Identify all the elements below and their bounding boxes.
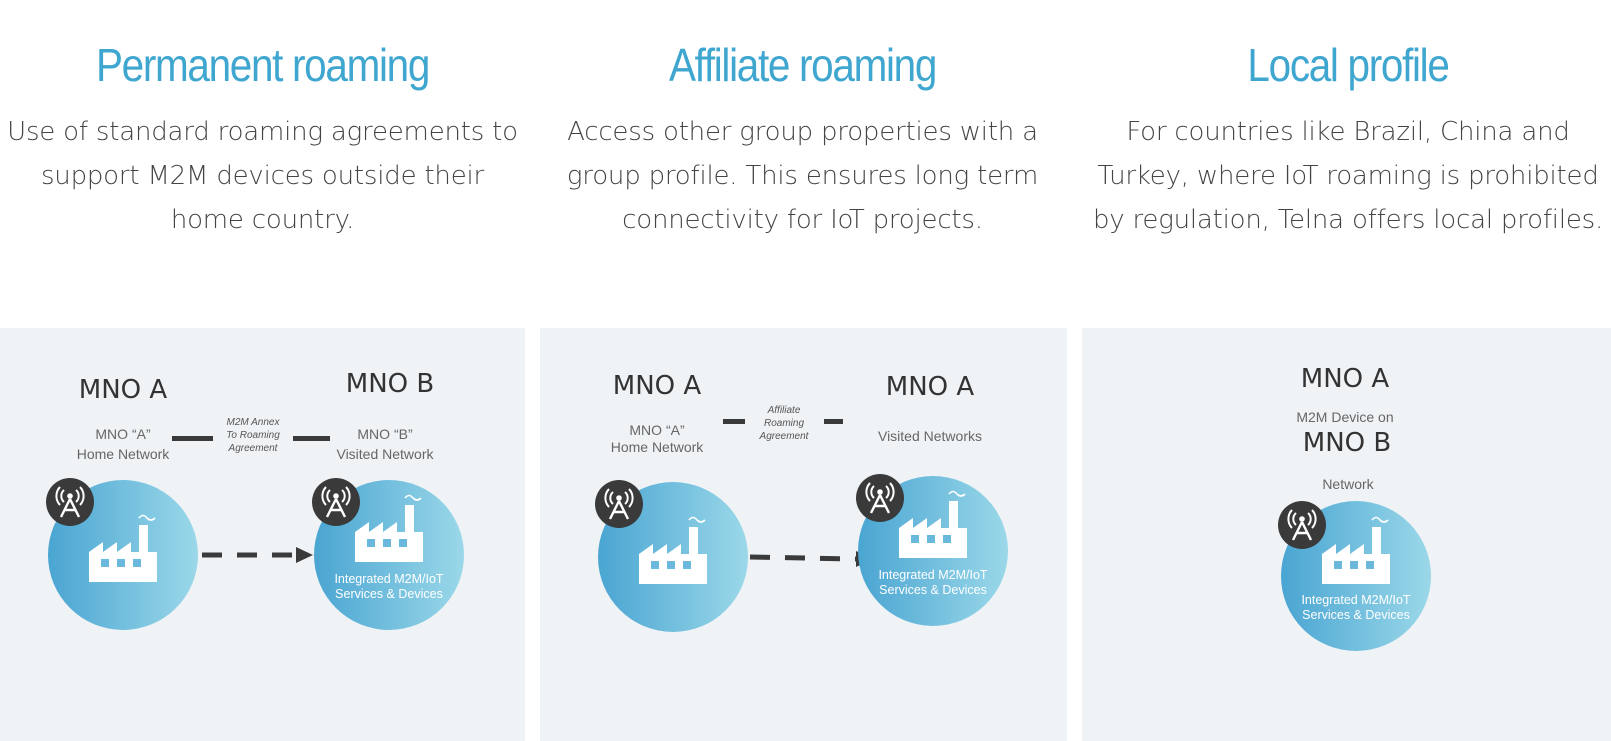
- diagram-local-profile: MNO A M2M Device on MNO B Network Integr…: [1276, 364, 1431, 651]
- column-description: For countries like Brazil, China and Tur…: [1085, 110, 1611, 242]
- circle-text-line-1: Integrated M2M/IoT: [334, 572, 443, 586]
- left-sub-line-2: Home Network: [77, 446, 171, 462]
- right-sub-line-1: MNO “B”: [357, 426, 413, 442]
- left-mno-label: MNO A: [79, 375, 168, 405]
- desc-line: Use of standard roaming agreements to: [7, 117, 518, 147]
- desc-line: Access other group properties with a: [567, 117, 1038, 147]
- agreement-line-1: M2M Annex: [227, 417, 281, 428]
- left-sub-line-1: MNO “A”: [95, 426, 151, 442]
- agreement-line-3: Agreement: [228, 443, 279, 454]
- dashed-arrow-icon: [749, 551, 873, 567]
- agreement-connector-left: [723, 419, 745, 424]
- antenna-tower-icon: [310, 476, 362, 528]
- column-title: Affiliate roaming: [668, 39, 937, 91]
- top-mno-label: MNO A: [1301, 364, 1390, 394]
- mid-mno-label: MNO B: [1303, 428, 1391, 458]
- circle-text-line-1: Integrated M2M/IoT: [878, 568, 987, 582]
- desc-line: by regulation, Telna offers local profil…: [1092, 205, 1604, 235]
- agreement-connector-right: [293, 436, 330, 441]
- column-title: Permanent roaming: [95, 39, 430, 91]
- antenna-tower-icon: [854, 472, 906, 524]
- desc-line: For countries like Brazil, China and: [1126, 117, 1570, 147]
- antenna-tower-icon: [44, 476, 96, 528]
- desc-line: Turkey, where IoT roaming is prohibited: [1097, 161, 1599, 191]
- agreement-line-1: Affiliate: [767, 405, 801, 416]
- panel-permanent-roaming: MNO A MNO “A” Home Network MNO B MNO “B”…: [0, 328, 525, 741]
- top-sub-label: M2M Device on: [1296, 409, 1393, 425]
- left-sub-line-1: MNO “A”: [629, 422, 685, 438]
- agreement-connector-left: [172, 436, 213, 441]
- column-description: Access other group properties with a gro…: [540, 110, 1065, 242]
- column-local-profile: Local profile For countries like Brazil,…: [1085, 38, 1611, 242]
- circle-text-line-2: Services & Devices: [1302, 608, 1410, 622]
- agreement-line-2: Roaming: [764, 418, 804, 429]
- panel-affiliate-roaming: MNO A MNO “A” Home Network MNO A Visited…: [540, 328, 1067, 741]
- circle-text-line-2: Services & Devices: [879, 583, 987, 597]
- diagram-affiliate-roaming: MNO A MNO “A” Home Network MNO A Visited…: [593, 371, 1008, 632]
- agreement-line-2: To Roaming: [226, 430, 280, 441]
- left-sub-line-2: Home Network: [611, 439, 705, 455]
- dashed-arrow-icon: [202, 547, 313, 563]
- diagram-permanent-roaming: MNO A MNO “A” Home Network MNO B MNO “B”…: [44, 369, 464, 630]
- right-mno-label: MNO B: [346, 369, 434, 399]
- desc-line: home country.: [170, 205, 355, 235]
- column-permanent-roaming: Permanent roaming Use of standard roamin…: [0, 38, 525, 242]
- desc-line: support M2M devices outside their: [40, 161, 485, 191]
- circle-text-line-1: Integrated M2M/IoT: [1301, 593, 1410, 607]
- panel-local-profile: MNO A M2M Device on MNO B Network Integr…: [1082, 328, 1611, 741]
- antenna-tower-icon: [593, 478, 645, 530]
- column-description: Use of standard roaming agreements to su…: [0, 110, 525, 242]
- column-title: Local profile: [1247, 39, 1449, 91]
- agreement-line-3: Agreement: [759, 431, 810, 442]
- column-affiliate-roaming: Affiliate roaming Access other group pro…: [540, 38, 1065, 242]
- agreement-connector-right: [824, 419, 843, 424]
- left-mno-label: MNO A: [613, 371, 702, 401]
- right-mno-label: MNO A: [886, 372, 975, 402]
- right-sub-line-1: Visited Networks: [878, 428, 982, 444]
- desc-line: group profile. This ensures long term: [566, 161, 1039, 191]
- mid-sub-label: Network: [1322, 476, 1374, 492]
- desc-line: connectivity for IoT projects.: [622, 205, 983, 235]
- antenna-tower-icon: [1276, 499, 1328, 551]
- right-sub-line-2: Visited Network: [336, 446, 434, 462]
- circle-text-line-2: Services & Devices: [335, 587, 443, 601]
